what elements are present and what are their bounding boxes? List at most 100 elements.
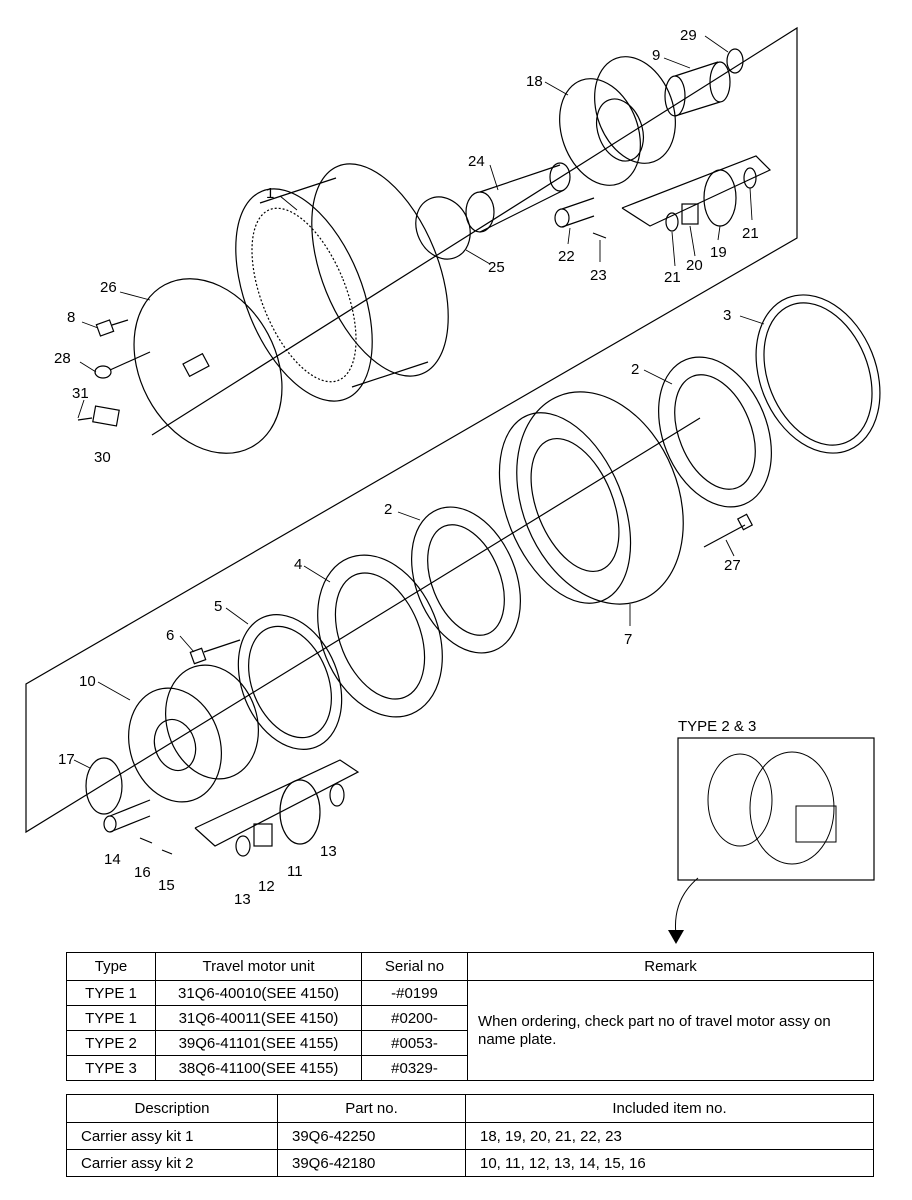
callout-10: 10 — [79, 673, 96, 690]
serial-cell: -#0199 — [361, 980, 468, 1006]
part-5-gasket — [237, 614, 343, 750]
table-row: TYPE 1 31Q6-40010(SEE 4150) -#0199 When … — [66, 980, 874, 1081]
part-2-bearing-upper — [658, 356, 772, 508]
part-21-thrust-washer-a — [665, 212, 679, 232]
part-22-pin — [554, 197, 595, 228]
part-29-snap-ring — [726, 48, 744, 74]
included-items-cell: 10, 11, 12, 13, 14, 15, 16 — [465, 1149, 874, 1177]
callout-16: 16 — [134, 864, 151, 881]
serial-cell: #0200- — [361, 1005, 468, 1031]
callout-1: 1 — [266, 185, 274, 202]
callout-labels: 1 26 8 28 31 30 25 24 18 9 29 22 23 21 2… — [54, 27, 759, 908]
callout-6: 6 — [166, 627, 174, 644]
callout-11: 11 — [287, 863, 303, 880]
motor-unit-cell: 31Q6-40010(SEE 4150) — [155, 980, 362, 1006]
part-18-carrier — [559, 56, 676, 186]
remark-cell: When ordering, check part no of travel m… — [467, 980, 874, 1081]
callout-3: 3 — [723, 307, 731, 324]
callout-21b: 21 — [742, 225, 759, 242]
column-header: Serial no — [361, 952, 468, 981]
column-header: Part no. — [277, 1094, 466, 1123]
part-no-cell: 39Q6-42180 — [277, 1149, 466, 1177]
table-row: TYPE 1 31Q6-40011(SEE 4150) #0200- — [66, 1005, 874, 1031]
part-6-bolt — [189, 639, 241, 665]
part-8-bolt — [95, 319, 129, 337]
table-row: TYPE 3 38Q6-41100(SEE 4155) #0329- — [66, 1055, 874, 1081]
assembly-frame-top — [25, 26, 798, 834]
part-12-needle-bearing — [253, 823, 273, 847]
part-no-cell: 39Q6-42250 — [277, 1122, 466, 1150]
table-header-row: Description Part no. Included item no. — [66, 1094, 874, 1123]
part-7-housing — [498, 391, 684, 605]
callout-9: 9 — [652, 47, 660, 64]
motor-unit-cell: 38Q6-41100(SEE 4155) — [155, 1055, 362, 1081]
callout-30: 30 — [94, 449, 111, 466]
table-row: Carrier assy kit 2 39Q6-42180 10, 11, 12… — [66, 1149, 874, 1177]
table-header-row: Type Travel motor unit Serial no Remark — [66, 952, 874, 981]
callout-29: 29 — [680, 27, 697, 44]
callout-8: 8 — [67, 309, 75, 326]
type-cell: TYPE 2 — [66, 1030, 156, 1056]
part-3-floating-seal — [755, 294, 881, 454]
callout-18: 18 — [526, 73, 543, 90]
callout-25: 25 — [488, 259, 505, 276]
type-cell: TYPE 3 — [66, 1055, 156, 1081]
callout-12: 12 — [258, 878, 275, 895]
callout-28: 28 — [54, 350, 71, 367]
part-11-planet-gear — [279, 779, 321, 845]
column-header: Type — [66, 952, 156, 981]
part-30-name-plate — [92, 405, 120, 427]
inset-type-2-3 — [668, 737, 875, 944]
part-27-bolt — [703, 513, 754, 548]
part-13-thrust-washer-b — [329, 783, 345, 807]
part-10-carrier — [128, 664, 259, 803]
callout-23: 23 — [590, 267, 607, 284]
part-4-ring-plate — [317, 554, 443, 718]
callout-2b: 2 — [384, 501, 392, 518]
part-20-needle-bearing — [681, 203, 699, 225]
callout-5: 5 — [214, 598, 222, 615]
type-cell: TYPE 1 — [66, 1005, 156, 1031]
part-26-cover-plate — [133, 278, 283, 454]
description-cell: Carrier assy kit 2 — [66, 1149, 278, 1177]
serial-cell: #0329- — [361, 1055, 468, 1081]
part-28-plug — [94, 351, 151, 379]
callout-27: 27 — [724, 557, 741, 574]
part-24-drive-shaft — [465, 162, 571, 233]
callout-31: 31 — [72, 385, 89, 402]
part-14-pin — [103, 799, 151, 833]
kit-table: Description Part no. Included item no. C… — [66, 1094, 874, 1177]
type-cell: TYPE 1 — [66, 980, 156, 1006]
travel-motor-type-table: Type Travel motor unit Serial no Remark … — [66, 952, 874, 1081]
motor-unit-cell: 39Q6-41101(SEE 4155) — [155, 1030, 362, 1056]
callout-2a: 2 — [631, 361, 639, 378]
callout-14: 14 — [104, 851, 121, 868]
planet-set-frame-upper — [621, 155, 772, 227]
included-items-cell: 18, 19, 20, 21, 22, 23 — [465, 1122, 874, 1150]
callout-13a: 13 — [234, 891, 251, 908]
part-16-spring-pin — [139, 837, 153, 844]
callout-13b: 13 — [320, 843, 337, 860]
part-23-spring-pin — [592, 232, 607, 239]
part-2-bearing-lower — [410, 506, 522, 654]
description-cell: Carrier assy kit 1 — [66, 1122, 278, 1150]
part-1-ring-gear — [235, 163, 449, 402]
callout-20: 20 — [686, 257, 703, 274]
callout-21a: 21 — [664, 269, 681, 286]
table-row: Carrier assy kit 1 39Q6-42250 18, 19, 20… — [66, 1122, 874, 1150]
callout-24: 24 — [468, 153, 485, 170]
inset-arrow-icon — [668, 930, 684, 944]
column-header: Travel motor unit — [155, 952, 362, 981]
column-header: Included item no. — [465, 1094, 874, 1123]
callout-19: 19 — [710, 244, 727, 261]
callout-7: 7 — [624, 631, 632, 648]
part-17-sun-gear — [85, 757, 123, 815]
exploded-parts-diagram: 1 26 8 28 31 30 25 24 18 9 29 22 23 21 2… — [25, 26, 881, 944]
part-13-thrust-washer-a — [235, 835, 251, 857]
inset-label: TYPE 2 & 3 — [678, 718, 757, 735]
callout-22: 22 — [558, 248, 575, 265]
part-9-sleeve — [664, 61, 731, 117]
callout-4: 4 — [294, 556, 302, 573]
column-header: Description — [66, 1094, 278, 1123]
motor-unit-cell: 31Q6-40011(SEE 4150) — [155, 1005, 362, 1031]
